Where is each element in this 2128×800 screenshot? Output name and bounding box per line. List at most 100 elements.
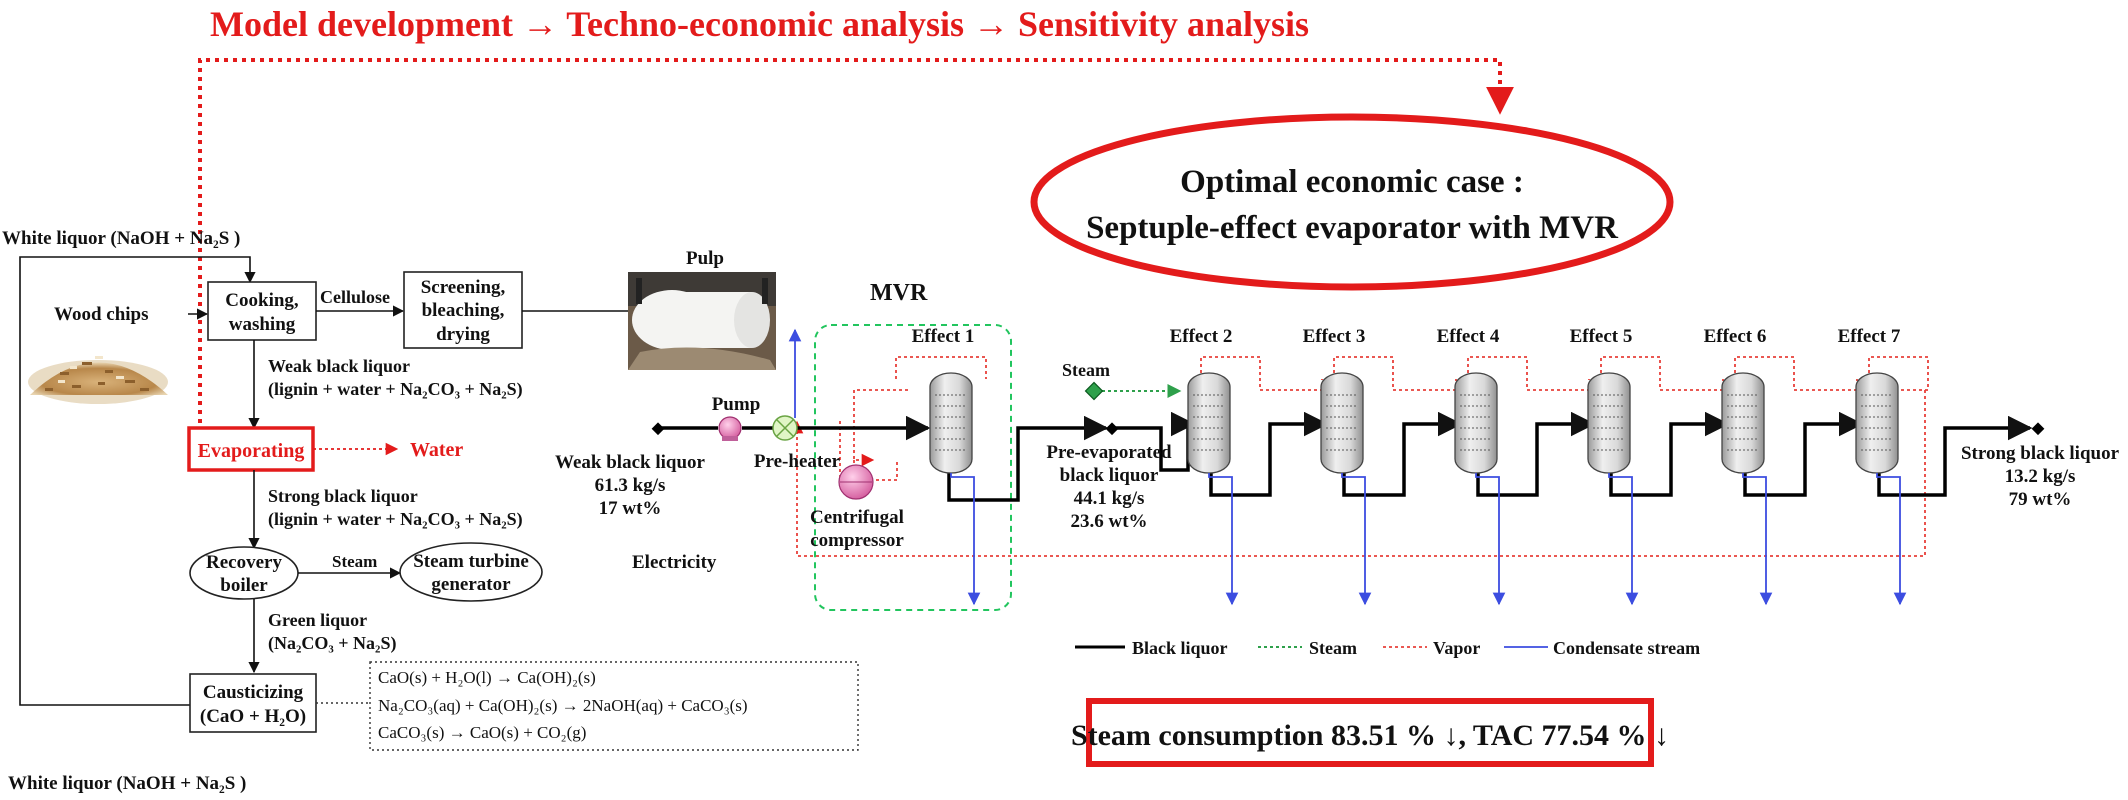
pre-evap-label-1: Pre-evaporated: [1046, 442, 1172, 463]
effect-label: Effect 3: [1303, 326, 1366, 347]
effect-column: [929, 372, 973, 474]
effect-4: Effect 4: [1437, 326, 1506, 606]
evaporating-label: Evaporating: [198, 440, 305, 462]
pump-icon: [718, 416, 742, 441]
pre-evap-label-3: 44.1 kg/s: [1074, 488, 1145, 509]
turbine-label-2: generator: [431, 574, 511, 595]
effect-column: [1587, 372, 1631, 474]
water-label: Water: [410, 439, 463, 461]
white-liquor-loop: [19, 256, 256, 706]
effect-2: Effect 2: [1170, 326, 1239, 606]
recovery-label-1: Recovery: [206, 552, 282, 573]
mvr-label: MVR: [870, 280, 928, 306]
effect-7: Effect 7: [1838, 326, 1907, 606]
effect-label: Effect 6: [1704, 326, 1767, 347]
compressor-icon: [838, 464, 874, 500]
condensate-line: [950, 473, 981, 606]
legend-condensate: Condensate stream: [1553, 638, 1700, 658]
preheater-label: Pre-heater: [754, 451, 841, 472]
effect-label: Effect 1: [912, 326, 975, 347]
reactions-box: [369, 661, 859, 751]
effect-6: Effect 6: [1704, 326, 1773, 606]
cellulose-label: Cellulose: [320, 287, 390, 307]
effect-1: Effect 1: [912, 326, 981, 606]
wood-chips-label: Wood chips: [54, 304, 149, 325]
legend-vapor: Vapor: [1433, 638, 1480, 658]
condensate-line: [1475, 473, 1506, 606]
screening-label-2: bleaching,: [422, 300, 505, 321]
compressor-label-2: compressor: [810, 530, 904, 551]
effect-label: Effect 2: [1170, 326, 1233, 347]
mvr-boundary: [814, 324, 1012, 611]
pump-label: Pump: [712, 394, 761, 415]
optimal-case-line1: Optimal economic case :: [1180, 164, 1524, 200]
effect-3: Effect 3: [1303, 326, 1372, 606]
legend: Black liquor Steam Vapor Condensate stre…: [1075, 638, 1700, 658]
weak-bl-label-1: Weak black liquor: [268, 356, 410, 376]
preheater-icon: [772, 415, 798, 441]
pulp-image: [628, 272, 776, 370]
condensate-line: [1876, 473, 1907, 606]
product-marker: [2031, 422, 2045, 436]
effect-5: Effect 5: [1570, 326, 1639, 606]
cooking-label-2: washing: [229, 314, 296, 335]
cooking-label-1: Cooking,: [225, 290, 299, 311]
effect-label: Effect 4: [1437, 326, 1500, 347]
steam-source-marker: [1084, 381, 1104, 401]
strong-product-label-2: 13.2 kg/s: [2005, 466, 2076, 487]
weak-feed-label-3: 17 wt%: [599, 498, 662, 519]
pre-evap-label-2: black liquor: [1060, 465, 1159, 486]
condensate-line: [1341, 473, 1372, 606]
condensate-line: [1608, 473, 1639, 606]
weak-bl-label-2: (lignin + water + Na₂CO₃ + Na₂S): [268, 379, 523, 400]
electricity-label: Electricity: [632, 552, 717, 573]
compressor-label-1: Centrifugal: [810, 507, 904, 528]
optimal-case-ellipse: [1030, 113, 1674, 291]
optimal-case-line2: Septuple-effect evaporator with MVR: [1086, 210, 1619, 246]
green-label-2: (Na₂CO₃ + Na₂S): [268, 633, 396, 654]
evaporator-effects: Effect 1 Effect 2 Effect 3 Effect 4 Effect 5…: [912, 326, 1907, 606]
strong-product-label-3: 79 wt%: [2009, 489, 2072, 510]
screening-box: [403, 271, 523, 349]
recovery-label-2: boiler: [220, 575, 268, 596]
screening-label-3: drying: [436, 324, 490, 345]
reaction-1: CaO(s) + H₂O(l) → Ca(OH)₂(s): [378, 668, 596, 687]
page-title: Model development → Techno-economic anal…: [210, 4, 1309, 44]
evaporating-box: [187, 426, 315, 472]
effect-column: [1721, 372, 1765, 474]
legend-steam: Steam: [1309, 638, 1357, 658]
condensate-line: [1742, 473, 1773, 606]
effect-column: [1320, 372, 1364, 474]
strong-product-label-1: Strong black liquor: [1961, 443, 2120, 464]
turbine-label-1: Steam turbine: [413, 551, 529, 572]
strong-bl-label-1: Strong black liquor: [268, 486, 418, 506]
condensate-line: [1208, 473, 1239, 606]
black-liquor-line: [658, 411, 2033, 502]
effect-column: [1187, 372, 1231, 474]
screening-label-1: Screening,: [421, 277, 506, 298]
effect-column: [1454, 372, 1498, 474]
pre-evap-label-4: 23.6 wt%: [1070, 511, 1147, 532]
green-label-1: Green liquor: [268, 610, 367, 630]
legend-black-liquor: Black liquor: [1132, 638, 1228, 658]
boiler-steam-label: Steam: [332, 552, 377, 571]
causticizing-box: [189, 673, 317, 733]
wood-chips-image: [28, 356, 168, 404]
strong-bl-label-2: (lignin + water + Na₂CO₃ + Na₂S): [268, 509, 523, 530]
effect-label: Effect 5: [1570, 326, 1633, 347]
weak-feed-label-1: Weak black liquor: [555, 452, 705, 473]
pulp-label: Pulp: [686, 248, 724, 269]
cooking-washing-box: [207, 281, 317, 341]
feed-marker: [651, 422, 665, 436]
steam-label: Steam: [1062, 360, 1110, 380]
effect-column: [1855, 372, 1899, 474]
white-liquor-bottom-label: White liquor (NaOH + Na₂S ): [8, 773, 246, 794]
result-box: [1086, 698, 1654, 767]
caust-label-2: (CaO + H₂O): [200, 706, 306, 727]
steam-turbine-generator: [399, 542, 543, 602]
result-text: Steam consumption 83.51 % ↓, TAC 77.54 %…: [1071, 719, 1669, 752]
reaction-2: Na₂CO₃(aq) + Ca(OH)₂(s) → 2NaOH(aq) + Ca…: [378, 696, 748, 715]
weak-feed-label-2: 61.3 kg/s: [595, 475, 666, 496]
white-liquor-top-label: White liquor (NaOH + Na₂S ): [2, 228, 240, 249]
